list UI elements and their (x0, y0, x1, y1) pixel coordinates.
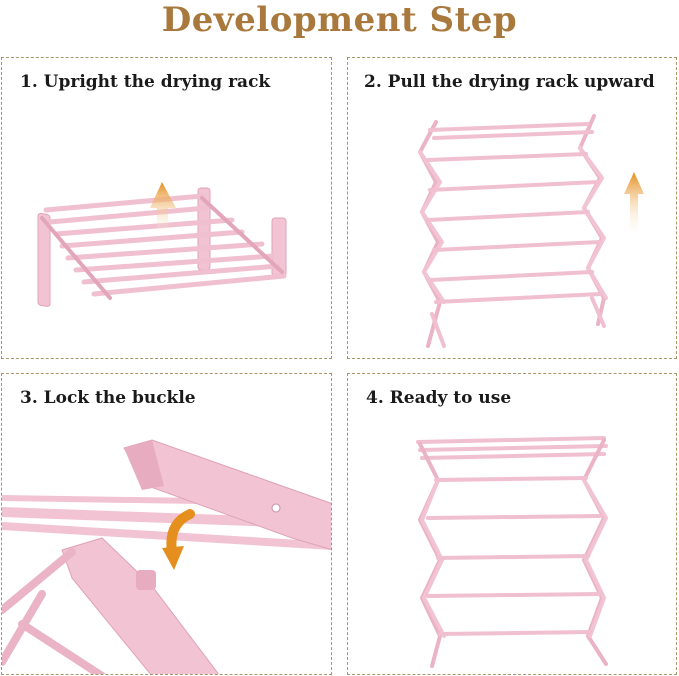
step-4-panel: 4. Ready to use (347, 373, 677, 675)
arrow-up-icon (150, 182, 176, 238)
page-title: Development Step (161, 0, 518, 40)
ready-rack-image (416, 436, 609, 668)
pulled-rack-image (417, 114, 644, 348)
arrow-up-icon (624, 172, 644, 238)
step-3-label: 3. Lock the buckle (20, 388, 196, 408)
step-1-label: 1. Upright the drying rack (20, 72, 271, 92)
rotate-arrow-icon (162, 509, 195, 570)
step-3-panel: 3. Lock the buckle (1, 373, 332, 675)
step-2-panel: 2. Pull the drying rack upward (347, 57, 677, 359)
step-1-panel: 1. Upright the drying rack (1, 57, 332, 359)
folded-rack-image (37, 182, 287, 307)
step-2-label: 2. Pull the drying rack upward (364, 72, 655, 92)
step-4-label: 4. Ready to use (366, 388, 512, 408)
buckle-closeup-image (2, 439, 331, 674)
